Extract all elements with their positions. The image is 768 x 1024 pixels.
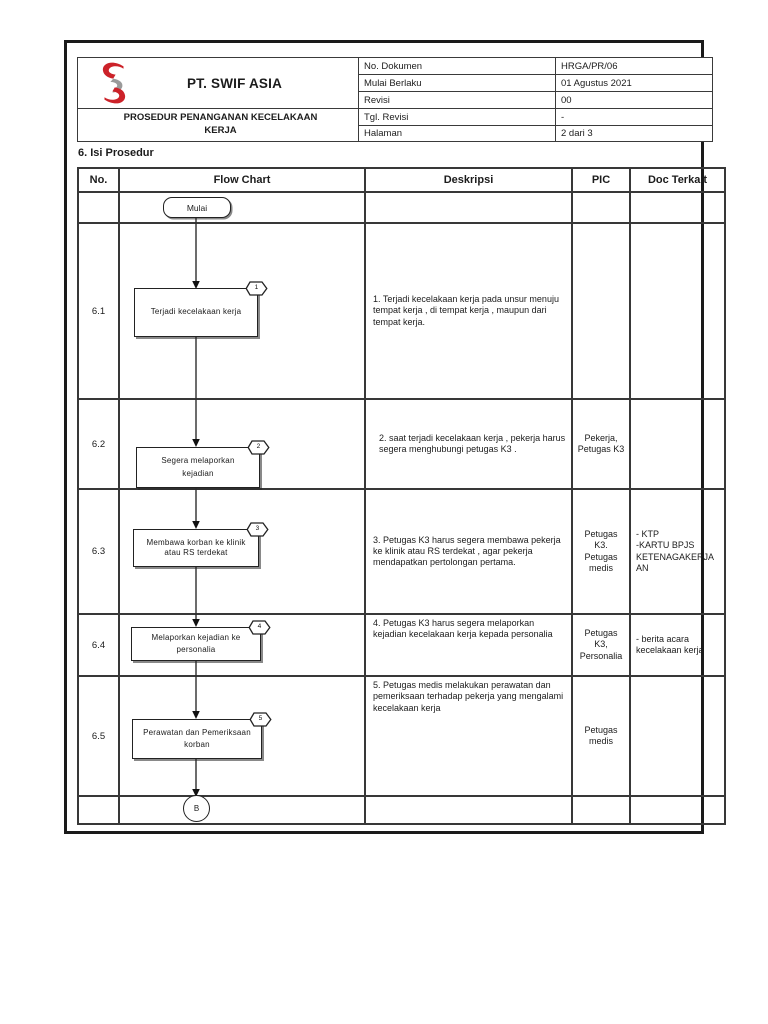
page-border: PT. SWIF ASIA No. Dokumen HRGA/PR/06 Mul… bbox=[64, 40, 726, 834]
header-field-label: Mulai Berlaku bbox=[358, 74, 556, 92]
brand-cell: PT. SWIF ASIA bbox=[77, 57, 359, 109]
company-name: PT. SWIF ASIA bbox=[186, 75, 283, 91]
header-field-value: HRGA/PR/06 bbox=[555, 57, 713, 75]
row-doc: - KTP -KARTU BPJS KETENAGAKERJA AN bbox=[629, 488, 726, 615]
row-description: 1. Terjadi kecelakaan kerja pada unsur m… bbox=[364, 222, 573, 400]
row-doc: - berita acara kecelakaan kerja bbox=[629, 613, 726, 677]
header-field-label: Halaman bbox=[358, 125, 556, 142]
column-header-flowchart: Flow Chart bbox=[118, 167, 366, 193]
header-field-value: 01 Agustus 2021 bbox=[555, 74, 713, 92]
procedure-table: No. Flow Chart Deskripsi PIC Doc Terkait… bbox=[77, 167, 726, 825]
header-field-value: 2 dari 3 bbox=[555, 125, 713, 142]
header-field-value: 00 bbox=[555, 91, 713, 109]
row-number: 6.5 bbox=[77, 675, 120, 797]
column-header-doc-terkait: Doc Terkait bbox=[629, 167, 726, 193]
table-header-row: No. Flow Chart Deskripsi PIC Doc Terkait bbox=[77, 167, 726, 193]
table-row: 6.4 4. Petugas K3 harus segera melaporka… bbox=[77, 613, 726, 677]
company-logo-icon bbox=[102, 62, 126, 104]
row-description: 5. Petugas medis melakukan perawatan dan… bbox=[364, 675, 573, 797]
table-row: 6.1 1. Terjadi kecelakaan kerja pada uns… bbox=[77, 222, 726, 400]
header-field-label: No. Dokumen bbox=[358, 57, 556, 75]
column-header-deskripsi: Deskripsi bbox=[364, 167, 573, 193]
header-field-label: Tgl. Revisi bbox=[358, 108, 556, 126]
table-row-start bbox=[77, 191, 726, 224]
row-pic: Petugas K3, Personalia bbox=[571, 613, 631, 677]
section-heading: 6. Isi Prosedur bbox=[78, 147, 154, 159]
row-pic: Petugas K3. Petugas medis bbox=[571, 488, 631, 615]
row-number: 6.3 bbox=[77, 488, 120, 615]
row-pic: Pekerja, Petugas K3 bbox=[571, 398, 631, 490]
table-row-end bbox=[77, 795, 726, 825]
column-header-no: No. bbox=[77, 167, 120, 193]
table-row: 6.3 3. Petugas K3 harus segera membawa p… bbox=[77, 488, 726, 615]
row-doc bbox=[629, 222, 726, 400]
row-number: 6.1 bbox=[77, 222, 120, 400]
row-pic: Petugas medis bbox=[571, 675, 631, 797]
table-row: 6.2 2. saat terjadi kecelakaan kerja , p… bbox=[77, 398, 726, 490]
row-doc bbox=[629, 675, 726, 797]
header-field-value: - bbox=[555, 108, 713, 126]
header-field-label: Revisi bbox=[358, 91, 556, 109]
row-description: 2. saat terjadi kecelakaan kerja , peker… bbox=[364, 398, 573, 490]
column-header-pic: PIC bbox=[571, 167, 631, 193]
row-doc bbox=[629, 398, 726, 490]
row-number: 6.4 bbox=[77, 613, 120, 677]
document-title: PROSEDUR PENANGANAN KECELAKAAN KERJA bbox=[77, 108, 359, 142]
row-description: 4. Petugas K3 harus segera melaporkan ke… bbox=[364, 613, 573, 677]
document-header-table: PT. SWIF ASIA No. Dokumen HRGA/PR/06 Mul… bbox=[77, 57, 713, 142]
row-number: 6.2 bbox=[77, 398, 120, 490]
row-description: 3. Petugas K3 harus segera membawa peker… bbox=[364, 488, 573, 615]
table-row: 6.5 5. Petugas medis melakukan perawatan… bbox=[77, 675, 726, 797]
row-pic bbox=[571, 222, 631, 400]
